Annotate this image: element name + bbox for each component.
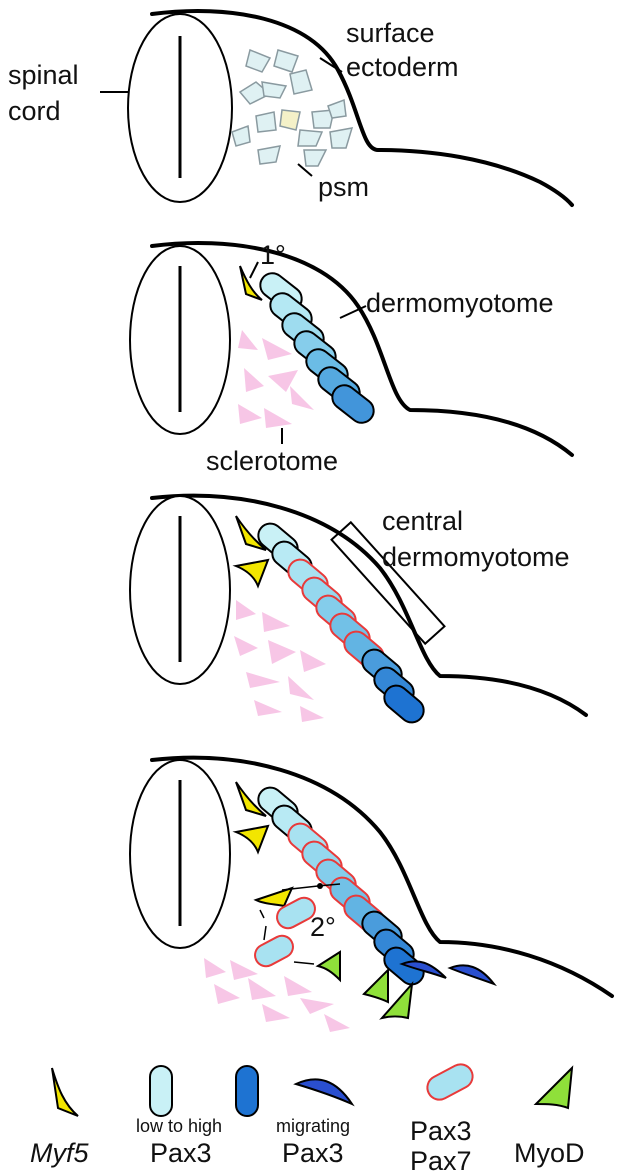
psm-cell: [330, 128, 352, 148]
sclerotome-cell: [214, 984, 240, 1004]
psm-label: psm: [318, 172, 369, 202]
psm-cell: [246, 50, 270, 72]
legend-pax37-label-line1: Pax3: [410, 1116, 472, 1146]
legend-pax3-sublabel: low to high: [136, 1116, 222, 1136]
psm-cell: [274, 50, 298, 72]
sclerotome-cell: [262, 1004, 290, 1022]
legend-item-myf5: Myf5: [30, 1068, 89, 1168]
legend-pax3-swatch: [150, 1066, 172, 1116]
spinal-cord-label-line1: spinal: [8, 60, 79, 90]
migrating-pax3-cell: [450, 965, 494, 984]
myod-cell: [318, 952, 340, 980]
sclerotome-cell: [268, 640, 296, 664]
legend-item-myod: MyoD: [514, 1068, 585, 1168]
surface-ectoderm-label-line2: ectoderm: [346, 52, 459, 82]
myf5-cell: [240, 266, 262, 300]
sclerotome-cell: [244, 368, 264, 392]
legend-item-pax3: low to high Pax3: [136, 1066, 222, 1168]
myod-cell: [364, 970, 388, 1002]
spinal-cord-label-line2: cord: [8, 96, 61, 126]
sclerotome-cell: [262, 612, 290, 632]
surface-ectoderm-label-line1: surface: [346, 18, 435, 48]
legend-pax37-label-line2: Pax7: [410, 1146, 472, 1174]
panel-dermomyotome: 1° dermomyotome sclerotome: [130, 240, 572, 476]
sclerotome-cell: [268, 370, 298, 392]
sclerotome-cell: [300, 650, 326, 672]
sclerotome-cell: [264, 408, 292, 428]
psm-cell: [262, 82, 286, 98]
sclerotome-cell: [300, 706, 324, 722]
sclerotome-cell: [230, 960, 258, 980]
legend-myod-swatch: [536, 1068, 572, 1108]
sclerotome-cell: [238, 404, 262, 424]
myf5-cell: [256, 888, 292, 906]
myf5-cell: [236, 560, 268, 586]
legend-myod-label: MyoD: [514, 1138, 585, 1168]
sclerotome-cell: [254, 700, 282, 716]
sclerotome-cell: [236, 600, 256, 620]
sclerotome-cell: [290, 386, 314, 410]
sclerotome-cell: [288, 676, 314, 700]
myf5-cell: [236, 826, 268, 852]
sclerotome-cell: [284, 976, 312, 996]
sclerotome-cell: [246, 672, 280, 688]
psm-cell: [256, 112, 276, 132]
legend-item-pax3-pax7: Pax3 Pax7: [410, 1060, 477, 1174]
psm-cell: [298, 130, 322, 146]
legend: Myf5 low to high Pax3 migrating Pax3 Pax…: [30, 1060, 585, 1174]
legend-pax3-label: Pax3: [150, 1138, 212, 1168]
legend-pax3-high-swatch: [236, 1066, 258, 1116]
psm-cell: [258, 146, 280, 164]
sclerotome-cell: [248, 978, 276, 1000]
legend-myf5-swatch: [52, 1068, 78, 1116]
sclerotome-cell: [204, 958, 226, 978]
sclerotome-label: sclerotome: [206, 446, 338, 476]
panel-central-dermomyotome: central dermomyotome: [130, 496, 586, 728]
legend-pax7-swatch: [423, 1060, 477, 1104]
sclerotome-cell: [300, 998, 334, 1014]
psm-cell: [290, 70, 312, 94]
pax7-cell: [251, 932, 297, 970]
legend-migrating-label: Pax3: [282, 1138, 344, 1168]
sclerotome-cell: [238, 330, 258, 350]
dermomyotome-label: dermomyotome: [366, 288, 554, 318]
primary-label: 1°: [260, 240, 286, 270]
panel-psm: spinal cord surface ectoderm psm: [8, 11, 572, 205]
division-point: [317, 883, 323, 889]
legend-item-migrating-pax3: migrating Pax3: [276, 1079, 352, 1168]
sclerotome-cell: [324, 1014, 350, 1032]
central-dermomyotome-label-line2: dermomyotome: [382, 542, 570, 572]
sclerotome-cells: [234, 600, 326, 722]
psm-cell: [232, 126, 250, 146]
legend-migrating-sublabel: migrating: [276, 1116, 350, 1136]
psm-cell: [280, 110, 300, 130]
psm-cell: [304, 150, 326, 166]
legend-item-pax3-high: [236, 1066, 258, 1116]
sclerotome-cell: [234, 636, 258, 656]
psm-cell: [328, 100, 346, 118]
sclerotome-cell: [262, 338, 292, 360]
central-dermomyotome-label-line1: central: [382, 506, 463, 536]
panel-secondary-myogenesis: 2°: [130, 758, 612, 1032]
legend-migrating-swatch: [296, 1079, 352, 1104]
legend-myf5-label: Myf5: [30, 1138, 89, 1168]
primary-leader: [250, 262, 258, 278]
secondary-label: 2°: [310, 912, 336, 942]
